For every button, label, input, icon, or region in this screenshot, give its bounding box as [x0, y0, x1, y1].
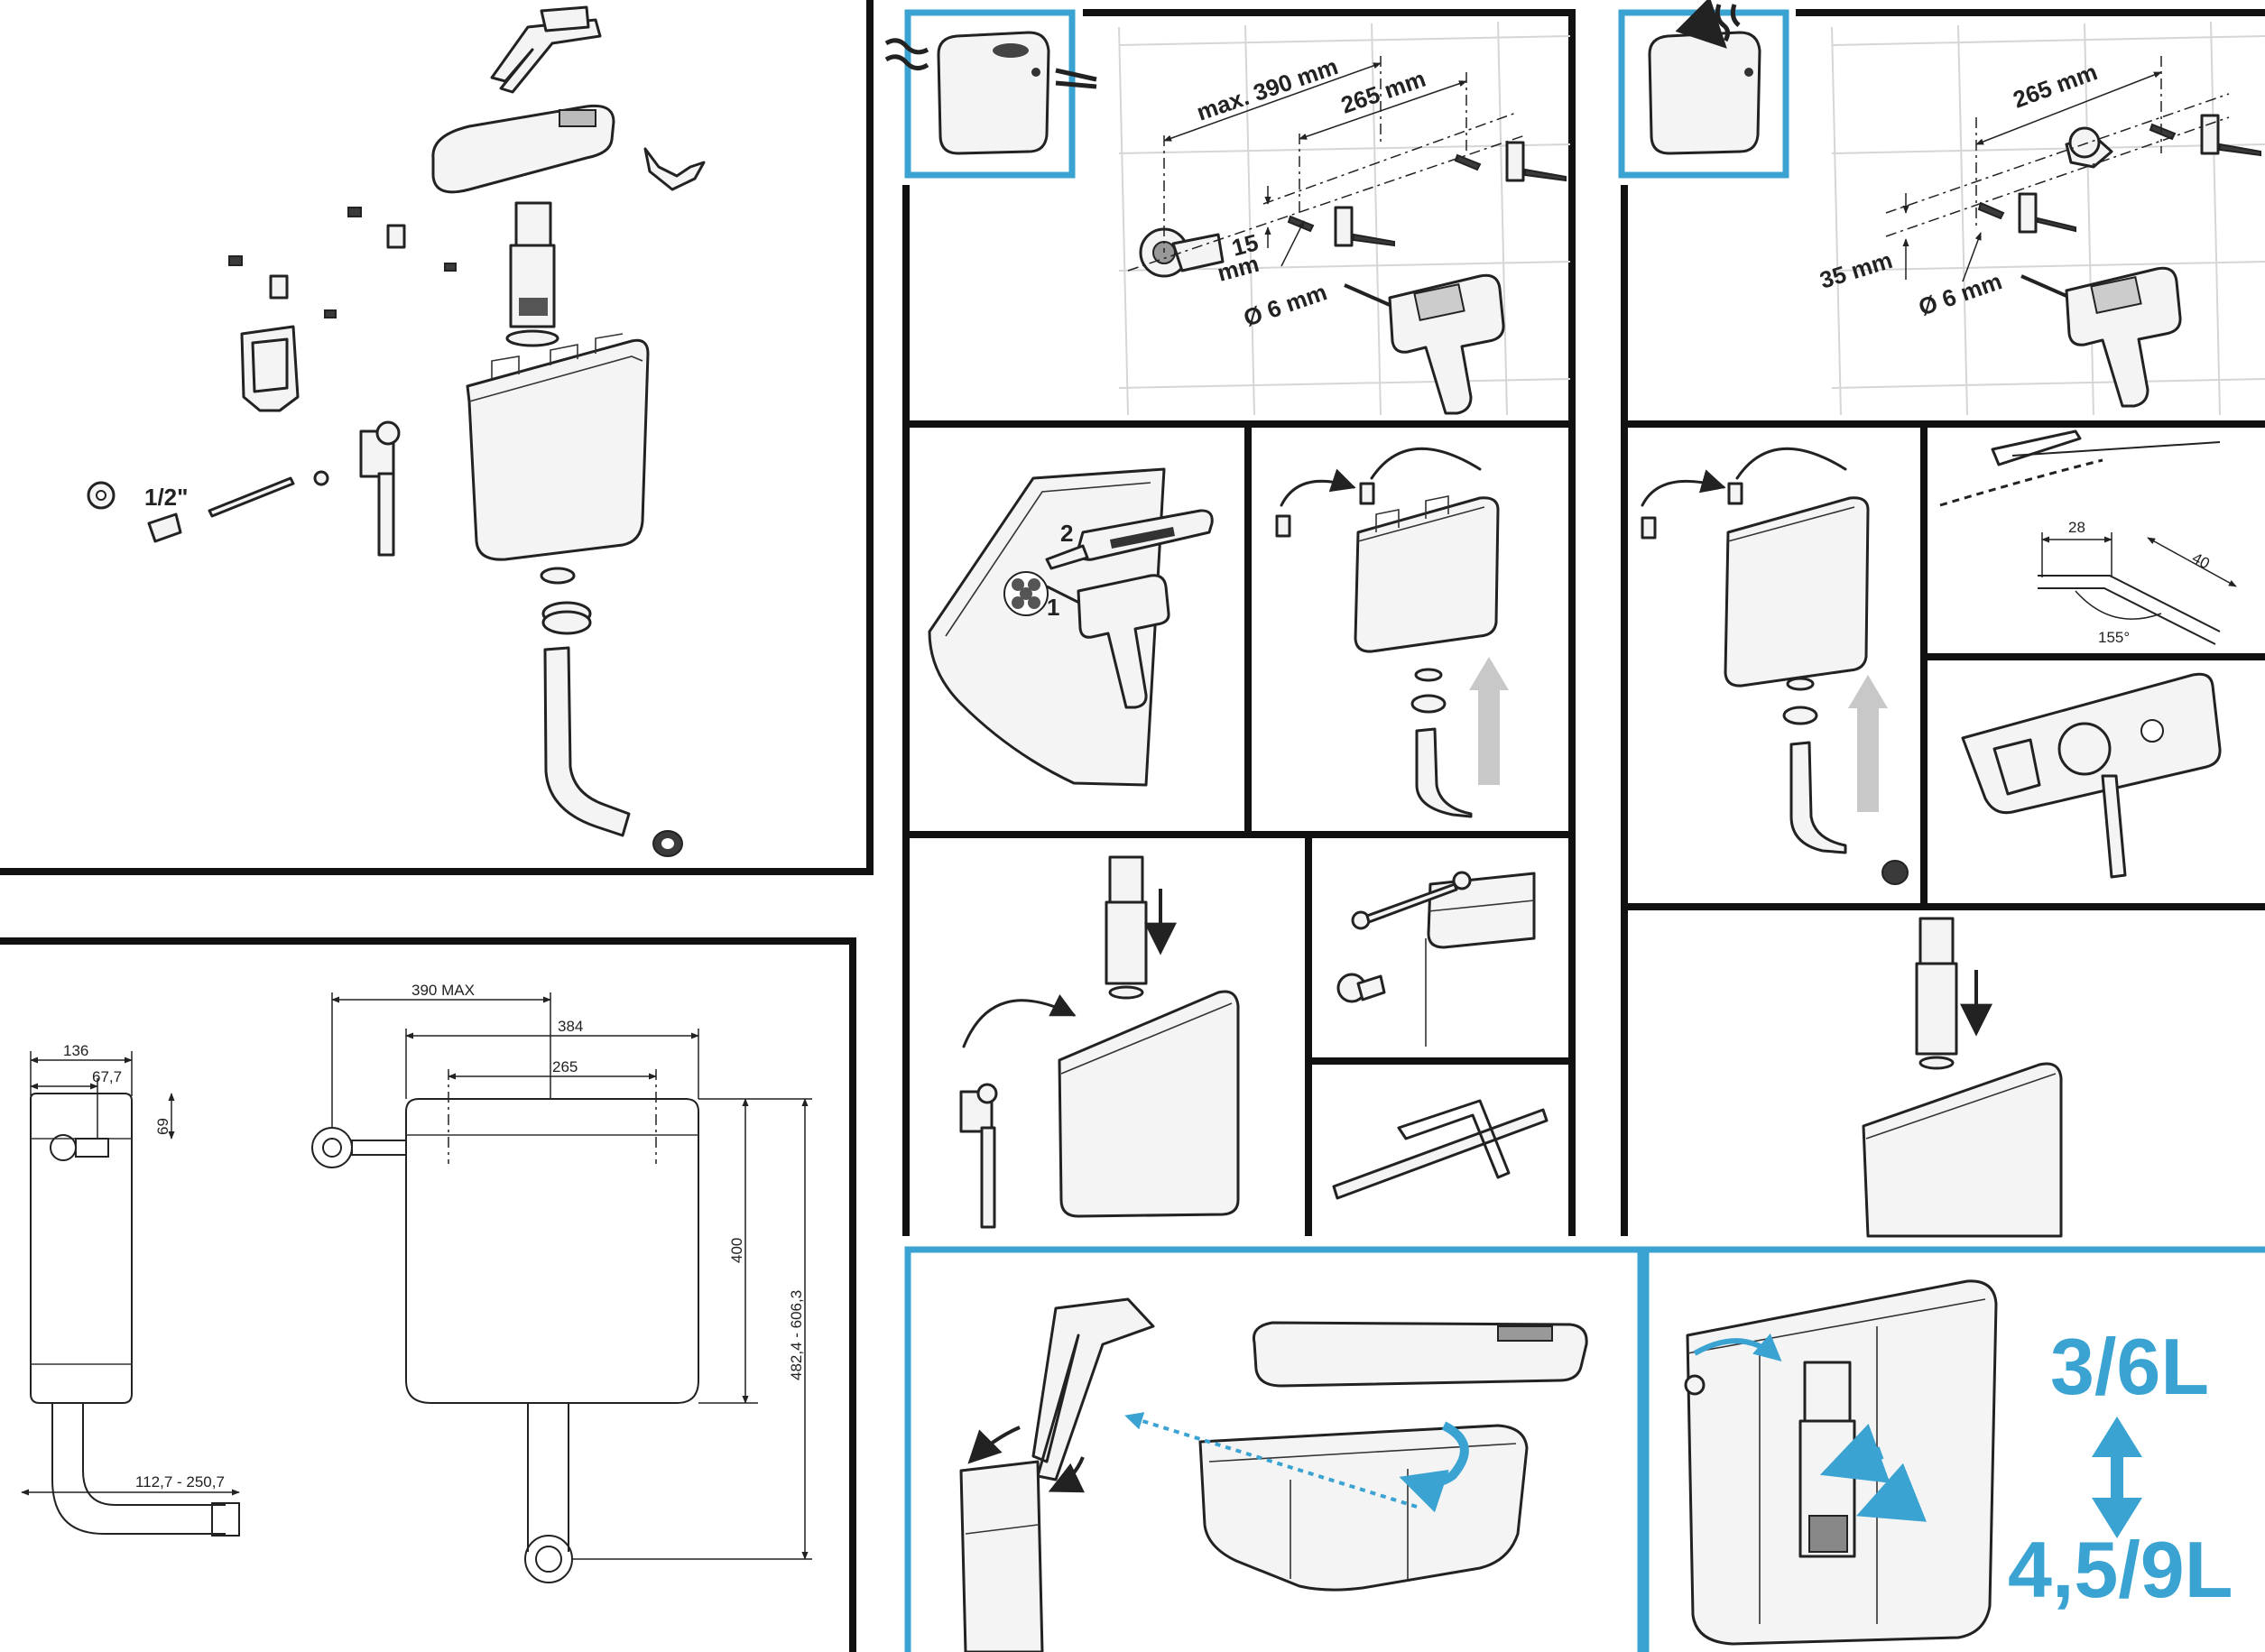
wall-plugs-and-screws — [1287, 141, 1567, 247]
hole-spacing-dimension: 265 — [552, 1058, 578, 1075]
cistern-lid-part — [431, 104, 615, 194]
wall-tiles-b — [1831, 21, 2265, 416]
panel-dimension-drawing: 136 67,7 69 112,7 - 250,7 — [0, 937, 856, 1652]
middle-step-grid — [906, 424, 1576, 1236]
seal-rings-part — [540, 567, 592, 635]
utility-knife — [1045, 509, 1214, 570]
step-1-number: 1 — [1047, 594, 1059, 621]
cutout-holes — [1003, 571, 1049, 616]
actuator-bracket-part — [490, 5, 602, 94]
panel-lid-assembly — [904, 1246, 1644, 1652]
bend-length-2: 40 — [2189, 549, 2213, 573]
step-cut-openings: 2 1 — [928, 467, 1214, 787]
panel-exploded-view: 1/2" — [0, 0, 874, 875]
step-cut-rod — [1332, 1099, 1549, 1200]
step-insert-flush-valve-b — [1862, 917, 2063, 1238]
step-2-number: 2 — [1060, 520, 1073, 547]
wall-plugs-and-screws-b — [1977, 114, 2261, 234]
step-bend-pipe: 28 40 155° — [1939, 429, 2237, 646]
step-cistern-top-view — [1961, 672, 2222, 879]
step-fit-flush-pipe-b — [1641, 447, 1909, 885]
side-offset-dimension: 67,7 — [92, 1068, 122, 1085]
drill-diameter-label: Ø 6 mm — [1240, 278, 1330, 331]
fill-valve-c — [959, 1083, 998, 1229]
cistern-icon-frame — [904, 9, 1076, 179]
height-dimension: 400 — [728, 1238, 745, 1263]
flush-pipe-part — [543, 646, 631, 837]
max-width-label: max. 390 mm — [1193, 52, 1341, 126]
flush-valve-part — [505, 201, 559, 347]
cistern-body-part — [466, 333, 650, 561]
wall-tiles — [1118, 21, 1571, 416]
thread-size-label: 1/2" — [144, 484, 188, 511]
side-width-dimension: 136 — [63, 1042, 88, 1059]
max-width-dimension: 390 MAX — [411, 982, 475, 999]
drill-diameter-label-b: Ø 6 mm — [1915, 267, 2005, 320]
panel-flush-volume: 3/6L 4,5/9L — [1642, 1246, 2265, 1652]
bend-angle: 155° — [2098, 629, 2130, 646]
drop-label-b: 35 mm — [1817, 246, 1896, 294]
drill-tool — [1344, 273, 1505, 415]
side-top-dimension: 69 — [154, 1118, 171, 1135]
retaining-clip-part — [643, 147, 706, 191]
pipe-range-dimension: 112,7 - 250,7 — [135, 1473, 225, 1490]
step-fit-flush-pipe — [1275, 447, 1509, 818]
front-view-drawing: 390 MAX 384 265 400 482,4 - 606,3 — [311, 982, 812, 1583]
bend-length-1: 28 — [2068, 519, 2085, 536]
drill-tool-c — [1046, 574, 1170, 709]
height-range-dimension: 482,4 - 606,3 — [788, 1290, 805, 1380]
connection-hose-part — [208, 476, 295, 518]
hole-spacing-label: 265 mm — [1337, 65, 1428, 119]
angle-valve-part: 1/2" — [87, 481, 188, 543]
right-step-grid — [1624, 424, 2265, 910]
screw-set-part — [228, 207, 457, 318]
drill-tool-b — [2020, 266, 2182, 408]
pipe-seal-part — [652, 830, 683, 857]
step-insert-flush-valve — [959, 855, 1240, 1229]
high-cistern-icon — [1648, 0, 1761, 155]
panel-wall-mount-high: 265 mm 35 mm Ø 6 mm — [1618, 0, 2265, 1236]
low-cistern-icon — [884, 31, 1097, 155]
width-dimension: 384 — [558, 1018, 583, 1035]
panel-wall-mount-low: max. 390 mm 265 mm 15 mm Ø 6 mm — [884, 9, 1576, 1236]
small-flush-volume: 3/6L — [2050, 1322, 2209, 1411]
fill-valve-part — [313, 420, 401, 557]
wall-bracket-part — [240, 325, 300, 412]
step-connect-hose — [1336, 871, 1536, 1047]
large-flush-volume: 4,5/9L — [2008, 1525, 2233, 1614]
side-view-drawing: 136 67,7 69 112,7 - 250,7 — [21, 1042, 240, 1537]
